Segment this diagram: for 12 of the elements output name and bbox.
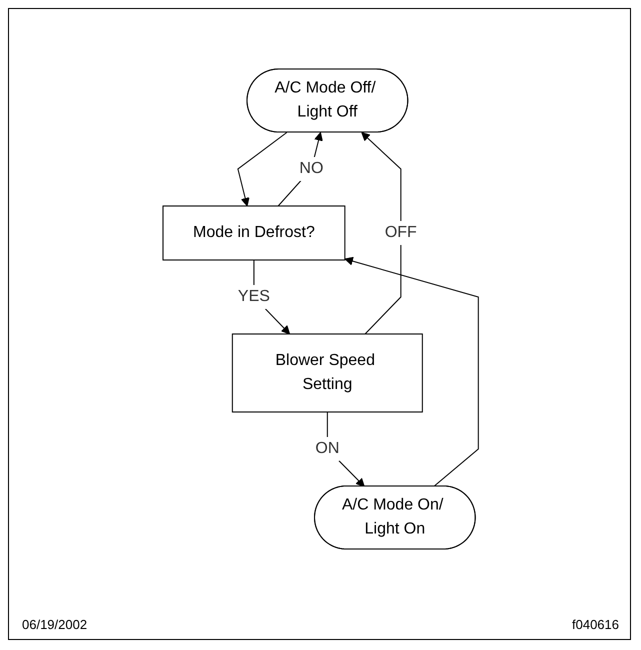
arrow — [344, 256, 479, 487]
node-box: Blower Speed Setting — [232, 334, 423, 412]
node-box: Mode in Defrost? — [162, 206, 346, 260]
arrow — [361, 132, 402, 334]
arrow — [326, 412, 365, 487]
edge-label: ON — [315, 440, 340, 457]
note-text: 06/19/2002 — [22, 617, 88, 632]
edge-label: OFF — [384, 224, 417, 241]
arrow — [237, 132, 288, 206]
note-text: f040616 — [572, 617, 619, 632]
edge-label: NO — [299, 160, 324, 177]
edge-label: YES — [238, 288, 270, 305]
